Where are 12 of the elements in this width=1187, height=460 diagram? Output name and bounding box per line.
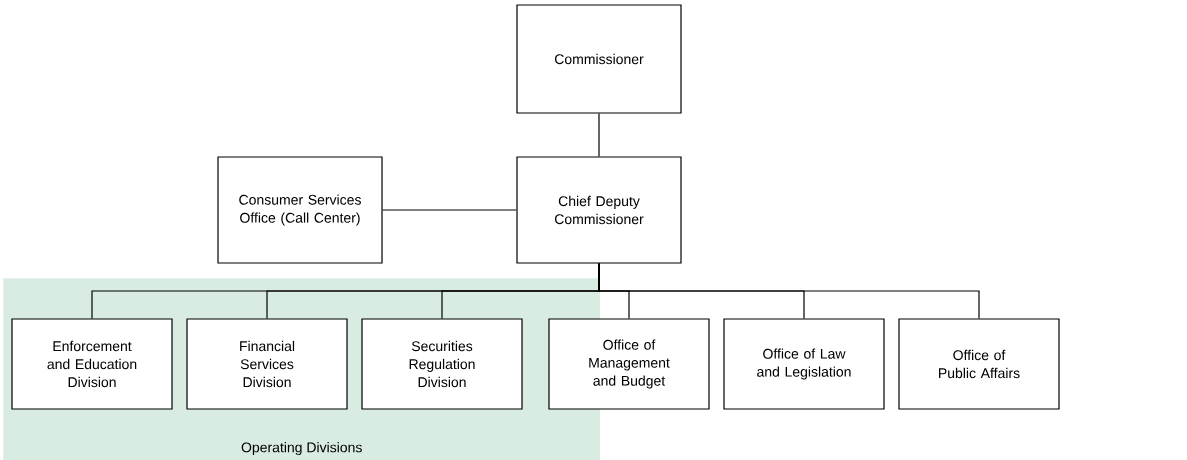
org-box: Securities Regulation Division	[361, 318, 523, 410]
org-box: Consumer Services Office (Call Center)	[217, 156, 383, 264]
org-box: Office of Management and Budget	[548, 318, 710, 410]
org-box: Financial Services Division	[186, 318, 348, 410]
connector-line	[598, 113, 600, 157]
connector-line	[598, 263, 980, 319]
org-box: Office of Public Affairs	[898, 318, 1060, 410]
org-box: Commissioner	[516, 4, 682, 114]
org-box: Enforcement and Education Division	[11, 318, 173, 410]
connector-line	[382, 209, 517, 211]
org-box: Office of Law and Legislation	[723, 318, 885, 410]
org-box: Chief Deputy Commissioner	[516, 156, 682, 264]
